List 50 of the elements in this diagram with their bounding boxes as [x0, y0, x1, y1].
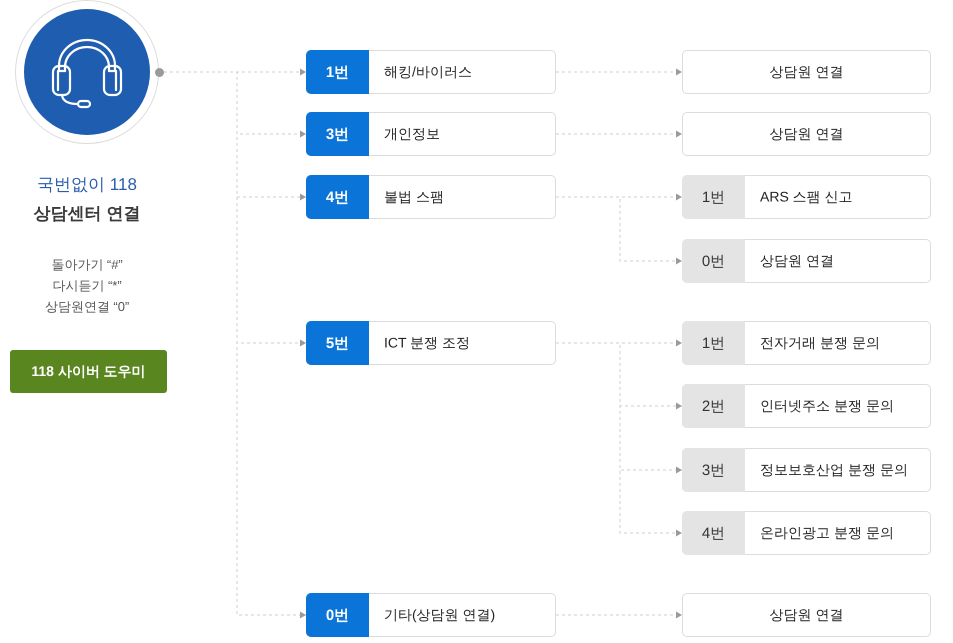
menu-label: ICT 분쟁 조정: [384, 334, 470, 352]
menu-box: [306, 112, 556, 156]
menu-label: 상담원 연결: [770, 64, 844, 80]
menu-label: 전자거래 분쟁 문의: [760, 334, 880, 352]
result-box: [682, 50, 931, 94]
menu-box: [682, 511, 931, 555]
menu-label: 기타(상담원 연결): [384, 606, 496, 624]
number-tab: 1번: [682, 175, 745, 219]
menu-box: [682, 384, 931, 428]
menu-box: [306, 50, 556, 94]
arrow: [556, 196, 682, 264]
arrow: [556, 612, 682, 618]
menu-box: [682, 175, 931, 219]
result-box: [682, 112, 931, 156]
helper-button: 118 사이버 도우미: [10, 350, 167, 393]
menu-label: 해킹/바이러스: [384, 64, 472, 80]
heading-text: 상담센터 연결: [34, 204, 140, 224]
menu-box: [682, 448, 931, 492]
menu-box: [306, 321, 556, 365]
number-tab: 3번: [682, 448, 745, 492]
key-hint: 상담원연결 “0”: [44, 299, 130, 315]
number-tab: 0번: [306, 593, 369, 637]
number-tab: 5번: [306, 321, 369, 365]
number-tab: 1번: [306, 50, 369, 94]
menu-label: 개인정보: [384, 126, 440, 142]
menu-label: ARS 스팸 신고: [760, 188, 853, 206]
menu-label: 인터넷주소 분쟁 문의: [760, 398, 894, 414]
heading-text: 국번없이 118: [37, 175, 137, 196]
number-tab: 1번: [682, 321, 745, 365]
number-tab: 0번: [682, 239, 745, 283]
menu-box: [306, 175, 556, 219]
menu-box: [306, 593, 556, 637]
key-hint: 돌아가기 “#”: [51, 257, 123, 273]
menu-label: 정보보호산업 분쟁 문의: [760, 462, 908, 478]
menu-label: 상담원 연결: [770, 126, 844, 142]
key-hint: 다시듣기 “*”: [52, 278, 122, 294]
arrow: [556, 342, 682, 536]
number-tab: 2번: [682, 384, 745, 428]
result-box: [682, 593, 931, 637]
menu-label: 상담원 연결: [760, 252, 834, 270]
arrow: [556, 130, 682, 138]
menu-label: 상담원 연결: [770, 606, 844, 624]
number-tab: 4번: [682, 511, 745, 555]
menu-box: [682, 239, 931, 283]
menu-box: [682, 321, 931, 365]
menu-label: 불법 스팸: [384, 188, 444, 206]
number-tab: 3번: [306, 112, 369, 156]
number-tab: 4번: [306, 175, 369, 219]
menu-label: 온라인광고 분쟁 문의: [760, 524, 894, 542]
arrow: [556, 68, 682, 76]
